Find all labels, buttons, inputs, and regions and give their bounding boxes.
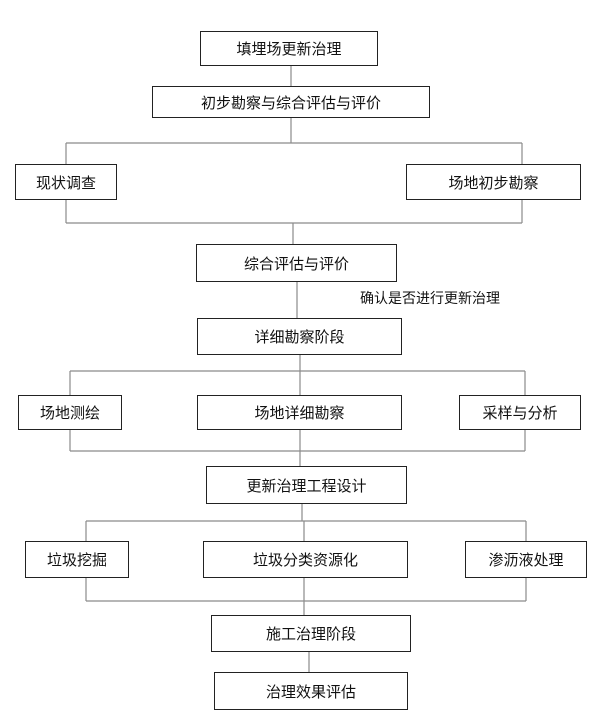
confirm-note: 确认是否进行更新治理 — [360, 291, 500, 307]
waste-recycling-box: 垃圾分类资源化 — [203, 541, 408, 578]
site-detailed-survey-box: 场地详细勘察 — [197, 395, 402, 430]
site-initial-survey-box: 场地初步勘察 — [406, 164, 581, 200]
leachate-treatment-box: 渗沥液处理 — [465, 541, 587, 578]
site-mapping-box: 场地测绘 — [18, 395, 122, 430]
title-box: 填埋场更新治理 — [200, 31, 378, 66]
current-survey-box: 现状调查 — [15, 164, 117, 200]
construction-stage-box: 施工治理阶段 — [211, 615, 411, 652]
detailed-stage-box: 详细勘察阶段 — [197, 318, 402, 355]
initial-assessment-box: 初步勘察与综合评估与评价 — [152, 86, 430, 118]
waste-excavation-box: 垃圾挖掘 — [25, 541, 129, 578]
effect-evaluation-box: 治理效果评估 — [214, 672, 408, 710]
sampling-analysis-box: 采样与分析 — [459, 395, 581, 430]
comprehensive-assessment-box: 综合评估与评价 — [196, 244, 397, 282]
engineering-design-box: 更新治理工程设计 — [206, 466, 407, 504]
